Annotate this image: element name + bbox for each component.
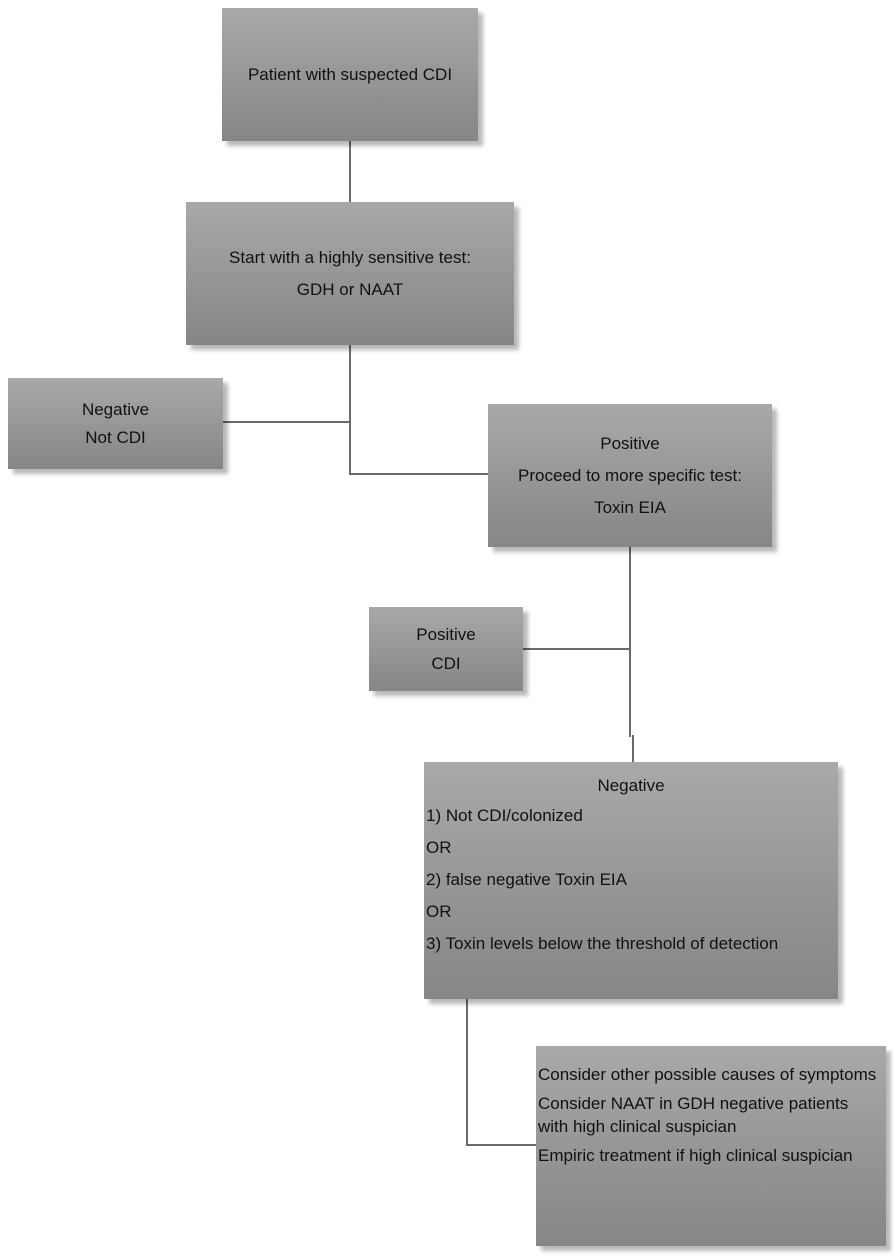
box-consider-actions: Consider other possible causes of sympto… xyxy=(536,1046,886,1246)
connector-to-consider xyxy=(466,1144,538,1146)
negative-outcome-item: 3) Toxin levels below the threshold of d… xyxy=(426,934,779,953)
box-positive-cdi-line1: Positive xyxy=(416,625,476,644)
box-patient-suspected-cdi: Patient with suspected CDI xyxy=(222,8,478,141)
box-patient-suspected-cdi-label: Patient with suspected CDI xyxy=(247,64,453,84)
box-positive-proceed-line1: Positive xyxy=(600,433,660,453)
box-negative-not-cdi-line2: Not CDI xyxy=(85,427,146,447)
negative-outcome-or: OR xyxy=(426,902,452,921)
box-negative-not-cdi-line1: Negative xyxy=(81,399,150,419)
box-positive-proceed-line2: Proceed to more specific test: xyxy=(518,465,742,485)
connector-start-to-test xyxy=(349,140,351,202)
box-negative-outcomes-title: Negative xyxy=(597,776,665,795)
connector-to-positive-cdi xyxy=(522,648,630,650)
negative-outcome-item: 2) false negative Toxin EIA xyxy=(426,870,627,889)
connector-to-positive-first xyxy=(349,473,489,475)
connector-negative-trunk xyxy=(466,998,468,1146)
negative-outcome-or: OR xyxy=(426,838,452,857)
consider-item: Consider NAAT in GDH negative patients w… xyxy=(538,1094,849,1136)
box-positive-proceed: Positive Proceed to more specific test: … xyxy=(488,404,772,547)
connector-toxin-offset xyxy=(632,735,634,763)
consider-item: Empiric treatment if high clinical suspi… xyxy=(538,1146,853,1165)
negative-outcome-item: 1) Not CDI/colonized xyxy=(426,806,583,825)
box-sensitive-test-line2: GDH or NAAT xyxy=(296,279,404,299)
box-positive-proceed-line3: Toxin EIA xyxy=(594,497,666,517)
consider-item: Consider other possible causes of sympto… xyxy=(538,1065,877,1084)
connector-to-negative-first xyxy=(222,421,350,423)
box-positive-cdi-line2: CDI xyxy=(431,654,461,673)
box-positive-cdi: Positive CDI xyxy=(369,607,523,691)
connector-test-trunk xyxy=(349,345,351,474)
box-negative-not-cdi: Negative Not CDI xyxy=(8,378,223,469)
box-negative-outcomes: Negative 1) Not CDI/colonized OR 2) fals… xyxy=(424,762,838,999)
box-sensitive-test-line1: Start with a highly sensitive test: xyxy=(229,247,471,267)
connector-toxin-trunk xyxy=(629,547,631,737)
box-sensitive-test: Start with a highly sensitive test: GDH … xyxy=(186,202,514,345)
